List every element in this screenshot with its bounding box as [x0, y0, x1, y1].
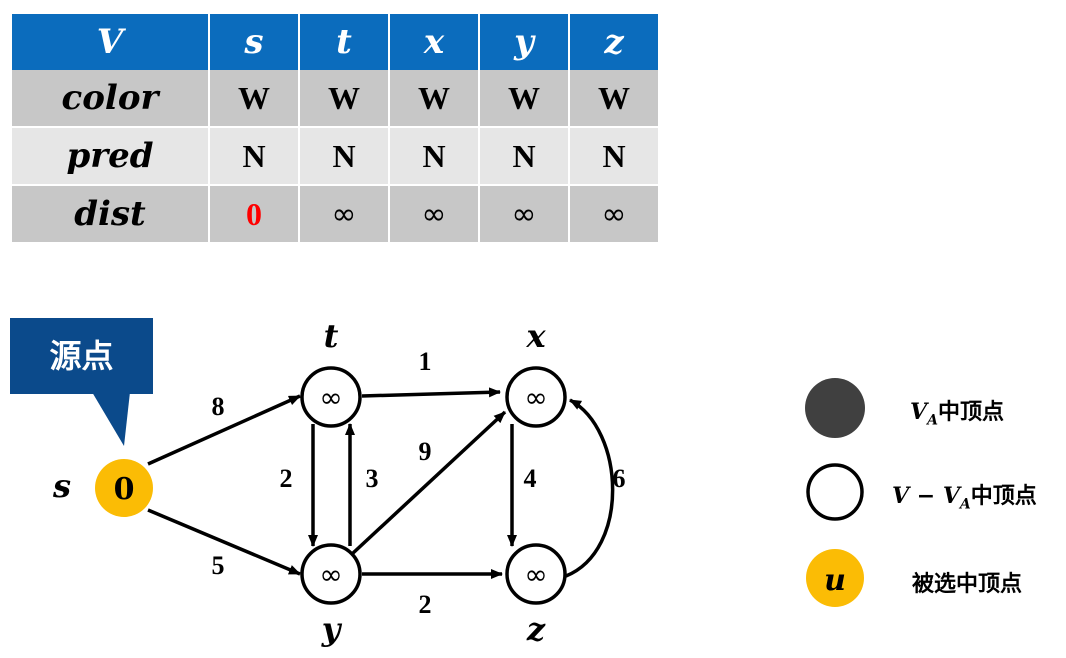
legend-unvisited-text: 中顶点 — [970, 484, 1037, 509]
legend-unvisited-sub: A — [959, 496, 971, 513]
node-x-value: ∞ — [524, 381, 547, 414]
header-cell-z: z — [570, 14, 658, 70]
color-cell-z: W — [570, 70, 658, 128]
legend-selected-symbol: u — [824, 563, 846, 598]
node-y — [300, 543, 362, 605]
node-s-value: 0 — [114, 472, 135, 507]
source-callout: 源点 — [10, 318, 153, 394]
pred-cell-z: N — [570, 128, 658, 186]
table-header-row: V s t x y z — [12, 14, 658, 70]
node-t-value: ∞ — [319, 381, 342, 414]
pred-cell-t: N — [300, 128, 388, 186]
legend-visited-marker — [805, 378, 865, 438]
node-z — [505, 543, 567, 605]
legend-visited-sub: A — [927, 412, 938, 429]
header-cell-v: V — [12, 14, 208, 70]
vertex-label-y: y — [321, 610, 343, 648]
row-label-dist: dist — [12, 186, 208, 242]
legend-unvisited-var2: V — [942, 483, 960, 509]
node-t — [300, 366, 362, 428]
node-y-value: ∞ — [319, 558, 342, 591]
pred-cell-y: N — [480, 128, 568, 186]
header-cell-x: x — [390, 14, 478, 70]
legend-visited-var: V — [910, 399, 928, 425]
table-row-dist: dist 0 ∞ ∞ ∞ ∞ — [12, 186, 658, 242]
legend-unvisited-minus: − — [909, 484, 943, 509]
color-cell-t: W — [300, 70, 388, 128]
pred-cell-x: N — [390, 128, 478, 186]
table-row-pred: pred N N N N N — [12, 128, 658, 186]
legend-unvisited-label: V − VA中顶点 — [892, 478, 1037, 512]
header-cell-t: t — [300, 14, 388, 70]
vertex-label-t: t — [324, 317, 339, 355]
weight-y-z: 2 — [419, 590, 432, 619]
weight-x-z: 4 — [524, 464, 537, 493]
pred-cell-s: N — [210, 128, 298, 186]
node-z-value: ∞ — [524, 558, 547, 591]
legend-unvisited-marker — [806, 463, 864, 521]
row-label-pred: pred — [12, 128, 208, 186]
table-row-color: color W W W W W — [12, 70, 658, 128]
node-s — [95, 459, 153, 517]
dist-cell-x: ∞ — [390, 186, 478, 242]
color-cell-s: W — [210, 70, 298, 128]
weight-s-t: 8 — [212, 392, 225, 421]
edge-s-t — [147, 394, 301, 466]
weight-y-x: 9 — [419, 437, 432, 466]
legend-visited-text: 中顶点 — [937, 400, 1004, 425]
callout-pointer — [92, 392, 130, 446]
vertex-label-s: s — [52, 467, 71, 505]
vertex-label-x: x — [525, 317, 546, 355]
color-cell-y: W — [480, 70, 568, 128]
dist-cell-t: ∞ — [300, 186, 388, 242]
color-cell-x: W — [390, 70, 478, 128]
legend-selected-label: 被选中顶点 — [912, 572, 1023, 597]
dist-cell-y: ∞ — [480, 186, 568, 242]
dist-cell-z: ∞ — [570, 186, 658, 242]
dijkstra-table: V s t x y z color W W W W W pred N N N N… — [10, 14, 660, 242]
edge-s-y — [147, 508, 301, 576]
weight-t-x: 1 — [419, 347, 432, 376]
vertex-label-z: z — [526, 610, 546, 648]
legend-visited-label: VA中顶点 — [910, 394, 1004, 428]
weight-s-y: 5 — [212, 551, 225, 580]
header-cell-s: s — [210, 14, 298, 70]
weight-t-y: 2 — [280, 464, 293, 493]
legend-unvisited-var1: V — [892, 483, 910, 509]
node-x — [505, 366, 567, 428]
legend-selected-marker — [806, 549, 864, 607]
weight-y-t: 3 — [366, 464, 379, 493]
header-cell-y: y — [480, 14, 568, 70]
dist-cell-s: 0 — [210, 186, 298, 242]
edge-t-x — [361, 387, 501, 398]
edge-z-x — [565, 398, 615, 578]
edge-y-x — [350, 410, 507, 556]
weight-z-x: 6 — [613, 464, 626, 493]
row-label-color: color — [12, 70, 208, 128]
